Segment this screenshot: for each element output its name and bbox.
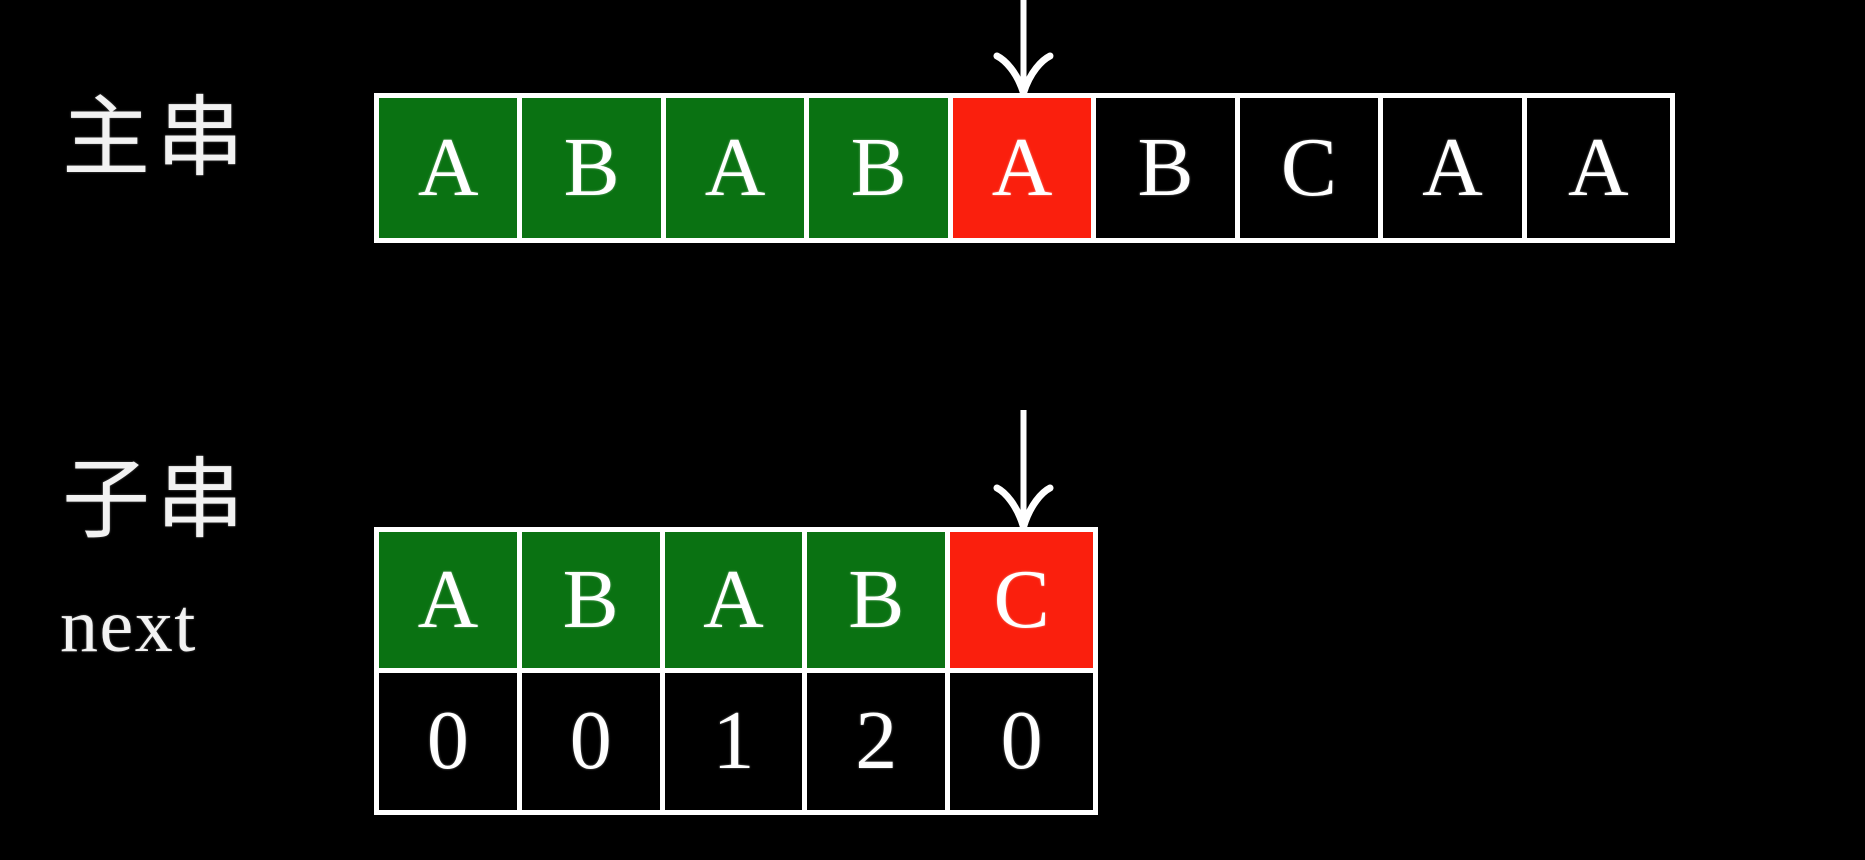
main-string-cell: B xyxy=(1096,98,1240,238)
sub-string-cell: C xyxy=(950,532,1093,668)
main-string-cell: A xyxy=(1383,98,1527,238)
main-string-cell: A xyxy=(952,98,1097,238)
main-string-cell: C xyxy=(1239,98,1384,238)
next-value-cell: 0 xyxy=(950,672,1093,810)
sub-string-label: 子串 xyxy=(62,453,251,550)
main-string-cell: B xyxy=(809,98,953,238)
main-string-cell: B xyxy=(522,98,666,238)
next-value-cell: 1 xyxy=(664,672,808,810)
main-string-label: 主串 xyxy=(62,91,251,188)
sub-string-cell: B xyxy=(521,532,665,668)
next-value-cell: 0 xyxy=(521,672,665,810)
main-string-pointer-arrow xyxy=(993,0,1054,97)
main-string-cell: A xyxy=(1526,98,1671,238)
main-string-cell: A xyxy=(665,98,810,238)
sub-string-pointer-arrow xyxy=(993,410,1054,531)
next-array-label: next xyxy=(60,584,197,668)
next-value-cell: 2 xyxy=(807,672,951,810)
main-string-cell: A xyxy=(379,98,523,238)
sub-string-cell: B xyxy=(807,532,951,668)
sub-string-cell: A xyxy=(379,532,522,668)
sub-string-cell: A xyxy=(664,532,808,668)
next-value-cell: 0 xyxy=(379,672,522,810)
